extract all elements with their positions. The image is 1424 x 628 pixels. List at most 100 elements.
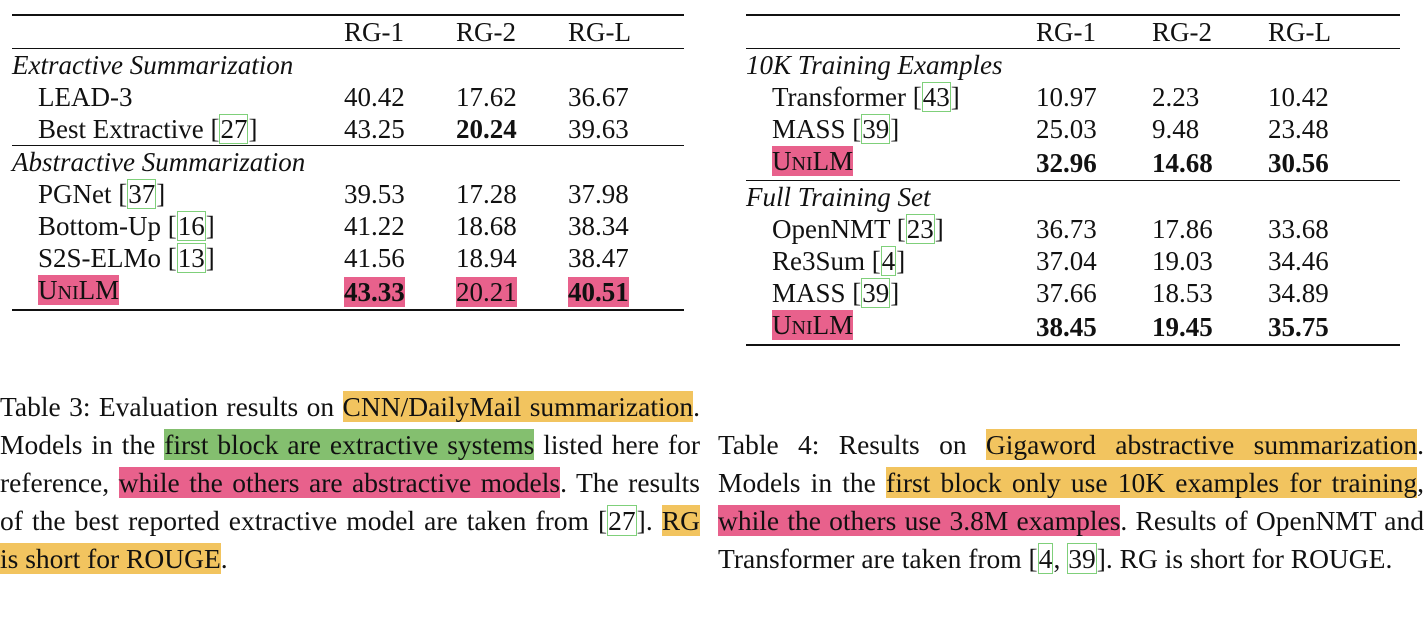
header-rg2: RG-2 bbox=[1152, 14, 1268, 49]
table-row: LEAD-3 40.42 17.62 36.67 bbox=[12, 81, 684, 113]
citation-link[interactable]: 16 bbox=[176, 211, 206, 241]
rg2-cell: 2.23 bbox=[1152, 82, 1200, 112]
model-name: MASS [39] bbox=[772, 278, 900, 308]
citation-link[interactable]: 4 bbox=[1037, 543, 1054, 574]
rg2-cell-bold: 14.68 bbox=[1152, 147, 1213, 178]
table-row: Best Extractive [27] 43.25 20.24 39.63 bbox=[12, 113, 684, 146]
table-row: Re3Sum [4] 37.04 19.03 34.46 bbox=[746, 245, 1400, 277]
model-name: Re3Sum [4] bbox=[772, 246, 906, 276]
rg1-cell-bold: 38.45 bbox=[1036, 311, 1097, 342]
rgl-cell: 37.98 bbox=[568, 179, 629, 209]
rgl-cell: 33.68 bbox=[1268, 214, 1329, 244]
rg2-cell: 19.03 bbox=[1152, 246, 1213, 276]
highlight-orange: CNN/DailyMail summarization bbox=[342, 391, 694, 422]
rgl-highlight: 40.51 bbox=[568, 276, 629, 307]
table3: RG-1 RG-2 RG-L Extractive Summarization … bbox=[12, 14, 684, 312]
rg2-cell: 17.86 bbox=[1152, 214, 1213, 244]
section-heading-row: 10K Training Examples bbox=[746, 48, 1400, 81]
rg1-cell: 10.97 bbox=[1036, 82, 1097, 112]
highlight-pink: while the others use 3.8M examples bbox=[718, 505, 1121, 536]
header-rg1: RG-1 bbox=[1036, 14, 1152, 49]
table-row: S2S-ELMo [13] 41.56 18.94 38.47 bbox=[12, 242, 684, 274]
citation-link[interactable]: 4 bbox=[880, 246, 897, 276]
table-row: OpenNMT [23] 36.73 17.86 33.68 bbox=[746, 213, 1400, 245]
rg1-highlight: 43.33 bbox=[344, 276, 405, 307]
rg1-cell: 25.03 bbox=[1036, 114, 1097, 144]
section-heading-row: Extractive Summarization bbox=[12, 48, 684, 81]
rg1-cell: 37.66 bbox=[1036, 278, 1097, 308]
rgl-cell-bold: 35.75 bbox=[1268, 311, 1329, 342]
citation-link[interactable]: 27 bbox=[219, 114, 249, 144]
unilm-highlight: UNILM bbox=[772, 146, 854, 176]
citation-link[interactable]: 13 bbox=[176, 243, 206, 273]
rg1-cell: 39.53 bbox=[344, 179, 405, 209]
model-name: UNILM bbox=[12, 274, 344, 310]
section-heading: Extractive Summarization bbox=[12, 48, 684, 81]
rgl-cell: 38.47 bbox=[568, 243, 629, 273]
section-heading: Abstractive Summarization bbox=[12, 145, 684, 178]
table4-caption: Table 4: Results on Gigaword abstractive… bbox=[718, 429, 1424, 574]
rgl-cell: 39.63 bbox=[568, 114, 629, 144]
rg2-cell: 17.62 bbox=[456, 82, 517, 112]
model-name: UNILM bbox=[746, 145, 1036, 181]
model-name: Best Extractive [27] bbox=[38, 114, 258, 144]
citation-link[interactable]: 27 bbox=[607, 505, 637, 536]
rg1-cell: 36.73 bbox=[1036, 214, 1097, 244]
model-name: S2S-ELMo [13] bbox=[38, 243, 215, 273]
rg2-cell: 18.53 bbox=[1152, 278, 1213, 308]
rg1-cell: 40.42 bbox=[344, 82, 405, 112]
bottom-rule bbox=[12, 309, 684, 312]
model-name: Transformer [43] bbox=[772, 82, 960, 112]
table3-header-row: RG-1 RG-2 RG-L bbox=[12, 14, 684, 49]
section-heading: Full Training Set bbox=[746, 180, 1400, 213]
citation-link[interactable]: 39 bbox=[861, 114, 891, 144]
rg1-cell-bold: 32.96 bbox=[1036, 147, 1097, 178]
rgl-cell: 23.48 bbox=[1268, 114, 1329, 144]
table4: RG-1 RG-2 RG-L 10K Training Examples Tra… bbox=[746, 14, 1400, 347]
rg2-cell: 18.94 bbox=[456, 243, 517, 273]
rg2-cell: 9.48 bbox=[1152, 114, 1200, 144]
rgl-cell: 34.46 bbox=[1268, 246, 1329, 276]
highlight-orange: Gigaword abstractive summarization bbox=[985, 429, 1418, 460]
header-blank bbox=[12, 14, 344, 49]
header-rgl: RG-L bbox=[1268, 14, 1400, 49]
highlight-green: first block are extractive systems bbox=[164, 429, 535, 460]
model-name: Bottom-Up [16] bbox=[38, 211, 215, 241]
citation-link[interactable]: 23 bbox=[905, 214, 935, 244]
table3-caption: Table 3: Evaluation results on CNN/Daily… bbox=[0, 391, 700, 574]
header-rg1: RG-1 bbox=[344, 14, 456, 49]
section-heading: 10K Training Examples bbox=[746, 48, 1400, 81]
rg2-highlight: 20.21 bbox=[456, 276, 517, 307]
rg1-cell: 37.04 bbox=[1036, 246, 1097, 276]
highlight-pink: while the others are abstractive models bbox=[118, 467, 561, 498]
rg1-cell: 43.25 bbox=[344, 114, 405, 144]
rg2-cell: 18.68 bbox=[456, 211, 517, 241]
model-name: PGNet [37] bbox=[38, 179, 166, 209]
section-heading-row: Abstractive Summarization bbox=[12, 145, 684, 178]
citation-link[interactable]: 39 bbox=[1067, 543, 1097, 574]
rgl-cell-bold: 30.56 bbox=[1268, 147, 1329, 178]
model-name: UNILM bbox=[746, 309, 1036, 345]
rgl-cell: 10.42 bbox=[1268, 82, 1329, 112]
rg1-cell: 41.56 bbox=[344, 243, 405, 273]
header-rg2: RG-2 bbox=[456, 14, 568, 49]
citation-link[interactable]: 37 bbox=[127, 179, 157, 209]
table-row: Transformer [43] 10.97 2.23 10.42 bbox=[746, 81, 1400, 113]
unilm-row: UNILM 38.45 19.45 35.75 bbox=[746, 309, 1400, 345]
rgl-cell: 34.89 bbox=[1268, 278, 1329, 308]
bottom-rule bbox=[746, 344, 1400, 347]
unilm-highlight: UNILM bbox=[38, 275, 120, 305]
unilm-row: UNILM 32.96 14.68 30.56 bbox=[746, 145, 1400, 181]
rg2-cell: 20.21 bbox=[456, 274, 568, 310]
citation-link[interactable]: 39 bbox=[861, 278, 891, 308]
table4-header-row: RG-1 RG-2 RG-L bbox=[746, 14, 1400, 49]
model-name: LEAD-3 bbox=[38, 82, 133, 112]
highlight-orange: first block only use 10K examples for tr… bbox=[886, 467, 1418, 498]
header-blank bbox=[746, 14, 1036, 49]
header-rgl: RG-L bbox=[568, 14, 684, 49]
section-heading-row: Full Training Set bbox=[746, 180, 1400, 213]
rgl-cell: 36.67 bbox=[568, 82, 629, 112]
unilm-highlight: UNILM bbox=[772, 310, 854, 340]
citation-link[interactable]: 43 bbox=[921, 82, 951, 112]
model-name: MASS [39] bbox=[772, 114, 900, 144]
